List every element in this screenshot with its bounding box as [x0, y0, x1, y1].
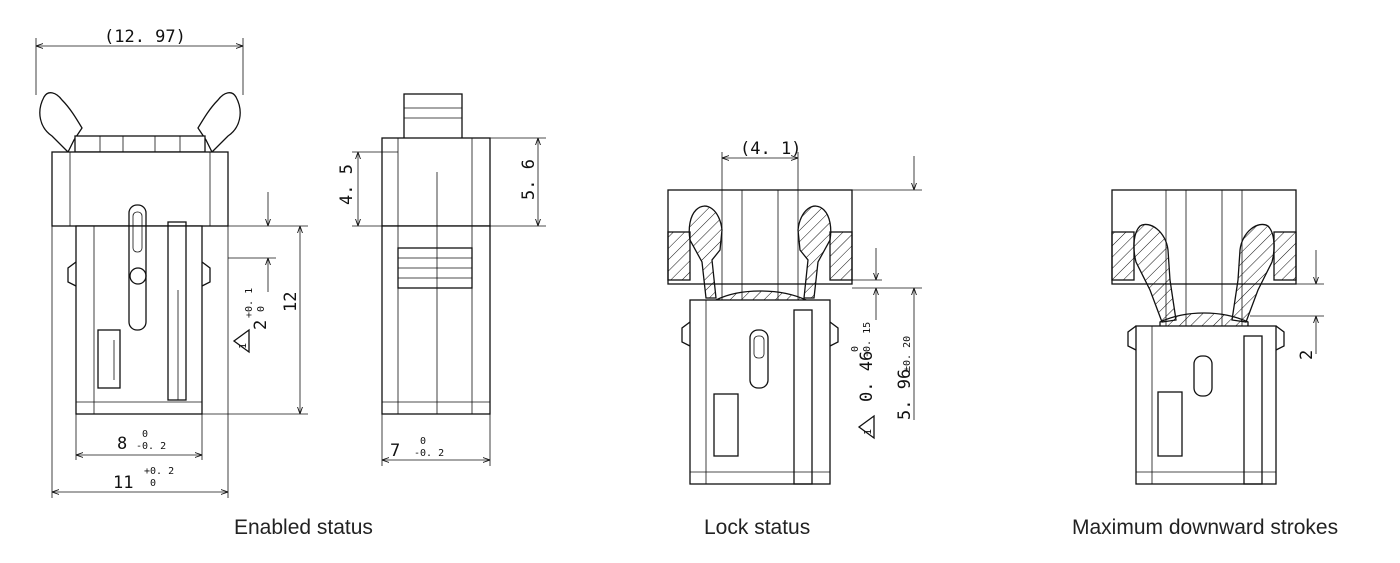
svg-text:+0. 2: +0. 2: [144, 466, 174, 477]
svg-text:±0. 20: ±0. 20: [902, 336, 913, 372]
svg-text:0: 0: [256, 306, 267, 312]
lock-lower-housing: [689, 299, 831, 485]
head-bar: [74, 135, 206, 153]
dim-overall-width-ref: (12. 97): [104, 27, 186, 47]
enabled-status-view: (12. 97) 8 0 -0. 2 11 +0. 2 0 12 2 +0. 1…: [35, 27, 373, 539]
stroke-lower-housing: [1135, 325, 1277, 485]
lower-housing: [75, 225, 203, 415]
svg-text:-0. 2: -0. 2: [414, 448, 444, 459]
dim-stroke: 2: [1297, 350, 1317, 360]
caption-max-stroke: Maximum downward strokes: [1072, 516, 1338, 539]
dim-lock-offset: 0. 46: [857, 351, 877, 402]
right-latch-arm: [797, 205, 832, 299]
upper-housing: [51, 151, 229, 227]
dim-top-height: 4. 5: [337, 164, 357, 205]
dim-side-width: 7: [390, 441, 400, 461]
latch-slot: [128, 204, 147, 331]
svg-text:0: 0: [850, 346, 861, 352]
left-wing-lever: [39, 92, 83, 154]
offset-flag-triangle: [857, 414, 875, 440]
svg-text:1: 1: [238, 343, 249, 349]
svg-text:0: 0: [150, 478, 156, 489]
dim-height: 12: [281, 292, 301, 312]
dim-step: 2: [251, 320, 271, 330]
step-flag-triangle: [232, 328, 250, 354]
dim-inner-width: 8: [117, 434, 127, 454]
max-stroke-view: 2 Maximum downward strokes: [1072, 189, 1338, 539]
left-latch-arm: [688, 205, 723, 299]
side-window: [97, 329, 121, 389]
svg-text:1: 1: [863, 429, 874, 435]
svg-text:-0. 2: -0. 2: [136, 441, 166, 452]
dim-slot-width-ref: (4. 1): [740, 139, 801, 159]
dim-top-height-right: 5. 6: [519, 159, 539, 200]
caption-lock-status: Lock status: [704, 516, 810, 539]
svg-text:0: 0: [142, 429, 148, 440]
svg-text:-0. 15: -0. 15: [862, 322, 873, 358]
side-view: 4. 5 5. 6 7 0 -0. 2: [337, 93, 546, 466]
svg-text:+0. 1: +0. 1: [244, 288, 255, 318]
dim-outer-width: 11: [113, 473, 133, 493]
right-wing-lever: [197, 92, 241, 154]
lock-status-view: (4. 1) 5. 96 ±0. 20 0. 46 0 -0. 15 1 Loc…: [667, 139, 922, 539]
caption-enabled-status: Enabled status: [234, 516, 373, 539]
dim-lock-height: 5. 96: [895, 369, 915, 420]
svg-text:0: 0: [420, 436, 426, 447]
